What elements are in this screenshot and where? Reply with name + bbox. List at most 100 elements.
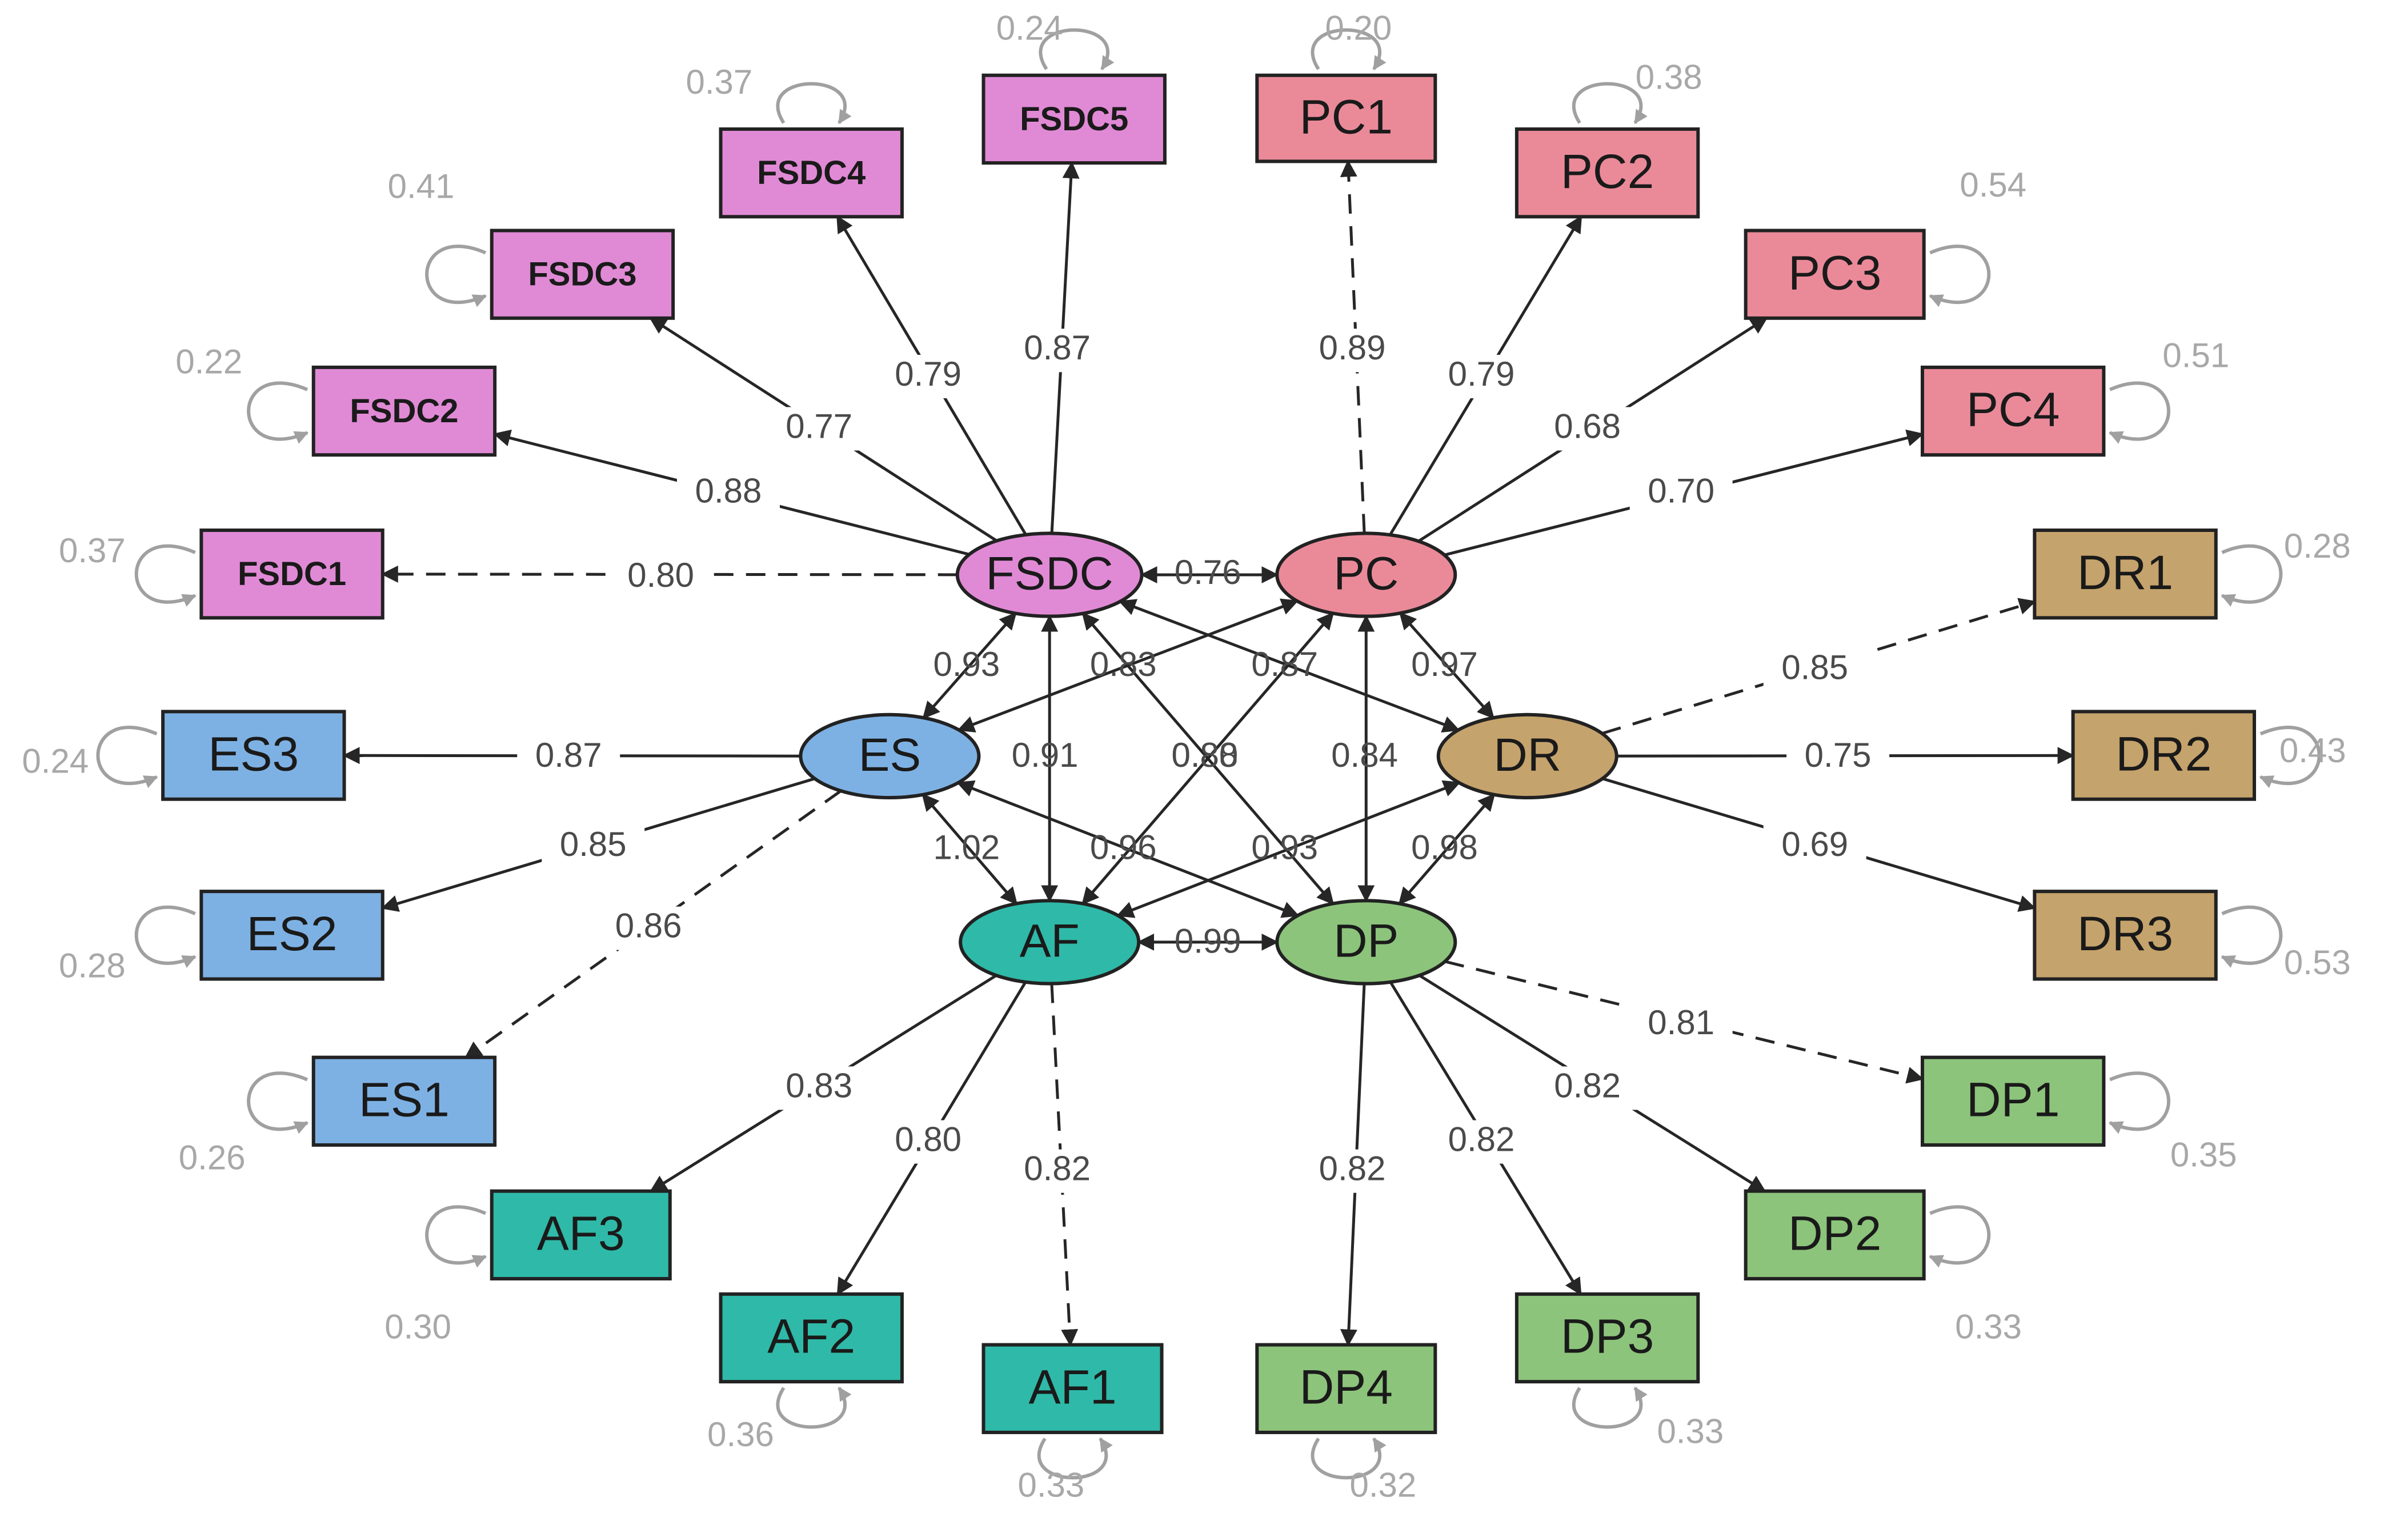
loading-label-dr2: 0.75 — [1805, 736, 1872, 774]
indicator-label-dr2: DR2 — [2115, 727, 2211, 780]
indicator-box-fsdc1 — [199, 528, 384, 620]
error-variance-loop-pc3 — [1929, 245, 1991, 307]
loading-label-dr1: 0.85 — [1781, 649, 1848, 687]
indicator-box-fsdc5 — [981, 73, 1167, 165]
loading-label-bg — [767, 1066, 871, 1110]
indicator-box-pc2 — [1514, 127, 1700, 219]
loading-label-fsdc4: 0.79 — [895, 355, 961, 393]
indicator-label-dp4: DP4 — [1300, 1360, 1393, 1414]
error-variance-loop-dr3 — [2221, 905, 2283, 968]
indicator-box-es1 — [311, 1055, 497, 1147]
loading-label-bg — [1786, 736, 1890, 780]
loading-label-bg — [517, 736, 620, 780]
error-variance-es2: 0.28 — [59, 946, 126, 984]
correlation-label-dr-dp: 0.98 — [1411, 828, 1478, 866]
indicator-label-fsdc1: FSDC1 — [238, 555, 346, 593]
indicator-box-fsdc2 — [311, 365, 497, 457]
loading-label-pc4: 0.70 — [1648, 471, 1714, 510]
indicator-label-fsdc2: FSDC2 — [350, 393, 458, 430]
correlation-label-pc-es: 0.80 — [1171, 736, 1238, 774]
latent-node-af — [959, 899, 1141, 986]
loading-label-bg — [1629, 471, 1733, 515]
loading-label-fsdc2: 0.88 — [695, 471, 762, 510]
loading-label-af2: 0.80 — [895, 1120, 961, 1158]
indicator-box-pc4 — [1921, 365, 2106, 457]
indicator-label-pc4: PC4 — [1966, 383, 2060, 437]
loading-path-dp1 — [1444, 960, 1924, 1084]
loading-label-bg — [1536, 1066, 1639, 1110]
indicator-box-pc3 — [1744, 229, 1926, 320]
loading-label-bg — [876, 355, 980, 399]
indicator-box-fsdc3 — [490, 229, 675, 320]
error-variance-loop-af1 — [1037, 1437, 1113, 1480]
loading-label-fsdc3: 0.77 — [786, 407, 852, 445]
correlation-label-fsdc-dp: 0.88 — [1171, 736, 1238, 774]
indicator-box-fsdc4 — [719, 127, 904, 219]
error-variance-loop-dr1 — [2221, 544, 2283, 607]
indicator-box-dr1 — [2033, 528, 2218, 620]
loading-label-af3: 0.83 — [786, 1066, 852, 1104]
indicator-label-pc2: PC2 — [1561, 145, 1654, 198]
loading-label-es2: 0.85 — [560, 825, 627, 863]
loading-label-pc1: 0.89 — [1319, 329, 1386, 367]
loading-label-dp4: 0.82 — [1319, 1150, 1386, 1188]
indicator-label-pc1: PC1 — [1300, 90, 1393, 143]
indicator-box-af2 — [719, 1292, 904, 1384]
indicator-label-af3: AF3 — [537, 1206, 625, 1260]
error-variance-loop-dp4 — [1311, 1437, 1387, 1480]
error-variance-dr3: 0.53 — [2284, 943, 2351, 982]
loading-label-es1: 0.86 — [615, 907, 682, 945]
indicator-box-es3 — [161, 710, 346, 801]
indicator-box-af1 — [981, 1343, 1164, 1434]
latent-label-dr: DR — [1493, 729, 1561, 781]
correlation-arrow-dr-dp — [1398, 793, 1496, 905]
loading-label-bg — [609, 556, 712, 600]
correlation-label-pc-dr: 0.97 — [1411, 645, 1478, 683]
latent-node-fsdc — [955, 531, 1144, 618]
error-variance-fsdc5: 0.24 — [996, 9, 1063, 47]
loading-label-pc2: 0.79 — [1448, 355, 1515, 393]
indicator-box-es2 — [199, 890, 384, 981]
indicator-label-af2: AF2 — [767, 1310, 855, 1363]
indicator-label-fsdc5: FSDC5 — [1020, 101, 1128, 138]
latent-node-pc — [1275, 531, 1457, 618]
loading-label-bg — [1430, 355, 1533, 399]
indicator-label-fsdc4: FSDC4 — [757, 154, 866, 191]
error-variance-fsdc4: 0.37 — [686, 63, 752, 101]
error-variance-loop-af2 — [776, 1386, 852, 1429]
loading-label-bg — [1005, 329, 1109, 373]
loading-label-bg — [1301, 329, 1404, 373]
indicator-label-es2: ES2 — [247, 907, 338, 960]
error-variance-loop-fsdc5 — [1039, 28, 1115, 71]
loading-label-dp2: 0.82 — [1554, 1066, 1621, 1104]
latent-node-dr — [1436, 713, 1618, 800]
indicator-box-dp2 — [1744, 1189, 1926, 1280]
loading-label-fsdc1: 0.80 — [627, 556, 694, 594]
loading-label-bg — [676, 471, 780, 515]
loading-label-dp3: 0.82 — [1448, 1120, 1515, 1158]
correlation-label-af-dr: 0.93 — [1251, 828, 1318, 866]
loading-label-pc3: 0.68 — [1554, 407, 1621, 445]
loading-label-es3: 0.87 — [535, 736, 602, 774]
correlation-label-fsdc-es: 0.93 — [933, 645, 1000, 683]
indicator-label-dr3: DR3 — [2077, 907, 2173, 960]
error-variance-pc1: 0.20 — [1325, 9, 1392, 47]
error-variance-dp1: 0.35 — [2170, 1135, 2237, 1174]
correlation-label-es-af: 1.02 — [933, 828, 1000, 866]
correlation-label-fsdc-dr: 0.87 — [1251, 645, 1318, 683]
indicator-label-pc3: PC3 — [1788, 246, 1881, 299]
indicator-label-af1: AF1 — [1028, 1360, 1116, 1414]
loading-label-bg — [542, 825, 645, 869]
loading-label-dp1: 0.81 — [1648, 1003, 1714, 1042]
correlation-label-fsdc-pc: 0.76 — [1175, 553, 1241, 591]
error-variance-pc4: 0.51 — [2162, 337, 2229, 375]
error-variance-loop-fsdc3 — [425, 245, 487, 307]
error-variance-fsdc1: 0.37 — [59, 531, 126, 570]
error-variance-dp4: 0.32 — [1349, 1466, 1416, 1504]
loading-label-bg — [1301, 1149, 1404, 1193]
correlation-label-pc-af: 0.91 — [1012, 736, 1079, 774]
error-variance-es3: 0.24 — [22, 742, 89, 780]
loading-label-bg — [1430, 1120, 1533, 1164]
loading-label-bg — [876, 1120, 980, 1164]
indicator-box-dp3 — [1514, 1292, 1700, 1384]
